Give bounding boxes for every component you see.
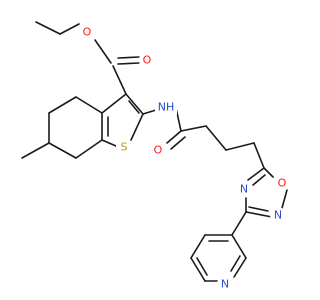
bond-py-c6-c5-inner xyxy=(196,257,208,276)
atom-o-amide: O xyxy=(150,142,166,158)
bonds xyxy=(21,21,288,282)
bond-c3-c2-double-inner xyxy=(128,100,140,114)
bond-c2-nh xyxy=(142,109,157,115)
atom-label-o-amide: O xyxy=(154,144,163,157)
bond-amide-c-ch2a xyxy=(180,125,207,132)
bond-ch2a-ch2b xyxy=(205,125,227,151)
bond-py-c5-c4 xyxy=(190,234,206,259)
bond-py-c6-c5 xyxy=(190,257,206,282)
atom-labels: O O NH S O O N N xyxy=(79,24,290,292)
atom-n-oxadiazole-4: N xyxy=(236,181,252,197)
atom-n-pyridine: N xyxy=(217,276,233,292)
bond-c3-pyridine xyxy=(231,211,247,236)
bond-py-c2-n1 xyxy=(233,257,247,278)
bond-c3-c3a xyxy=(101,93,127,114)
atom-n-oxadiazole-2: N xyxy=(270,207,286,223)
bond-n2-c3-double-inner xyxy=(248,206,269,212)
atom-label-n-oxadiazole-2: N xyxy=(274,209,282,222)
bond-ester-c-o-double-a xyxy=(117,62,140,65)
bond-amide-c-o-double-a xyxy=(166,130,182,144)
bond-amide-c-o-double-b xyxy=(170,136,186,150)
atom-label-o-oxadiazole: O xyxy=(278,177,287,190)
bond-s-c7a xyxy=(101,139,117,147)
bond-c4-c5 xyxy=(48,96,77,114)
bond-n4-c5-double-inner xyxy=(252,174,266,186)
bond-o1-n2 xyxy=(281,189,288,209)
atom-label-n-pyridine: N xyxy=(221,278,229,291)
bond-c5-o1 xyxy=(263,167,274,178)
atom-label-nh: NH xyxy=(158,101,175,114)
bond-ester-c-o-double-b xyxy=(117,56,140,59)
atom-o-ether: O xyxy=(79,24,95,40)
atom-nh: NH xyxy=(155,99,177,115)
bond-c3a-c4 xyxy=(75,96,103,114)
atom-label-o-carbonyl-ester: O xyxy=(143,54,152,67)
bond-n4-c5-double xyxy=(247,167,265,181)
bond-ch2b-ch2c xyxy=(225,142,255,151)
bond-n2-c3-double xyxy=(245,211,273,218)
bond-ester-c-c3 xyxy=(112,65,127,95)
atom-s-ring: S xyxy=(116,139,132,155)
bond-ch2c-c5-oxadiazole xyxy=(253,142,265,169)
atom-o-oxadiazole: O xyxy=(274,175,290,191)
atom-o-carbonyl-ester: O xyxy=(139,52,155,68)
atom-label-s-ring: S xyxy=(121,141,128,154)
bond-py-c3-c2 xyxy=(231,234,247,259)
molecule-structure: O O NH S O O N N xyxy=(21,21,290,292)
bond-c2-s xyxy=(130,113,144,141)
bond-c6-methyl xyxy=(21,142,50,159)
atom-label-n-oxadiazole-4: N xyxy=(240,183,248,196)
bond-c7-c7a xyxy=(75,139,103,159)
bond-c6-c7 xyxy=(48,142,77,159)
bond-ethyl-ch2-o xyxy=(59,23,80,35)
bond-ethyl-ch3 xyxy=(35,21,61,35)
bond-py-c2-n1-inner xyxy=(230,255,241,272)
bond-o-ester-c xyxy=(94,39,112,64)
atom-label-o-ether: O xyxy=(83,26,92,39)
bond-c3-c2-double xyxy=(125,93,144,115)
